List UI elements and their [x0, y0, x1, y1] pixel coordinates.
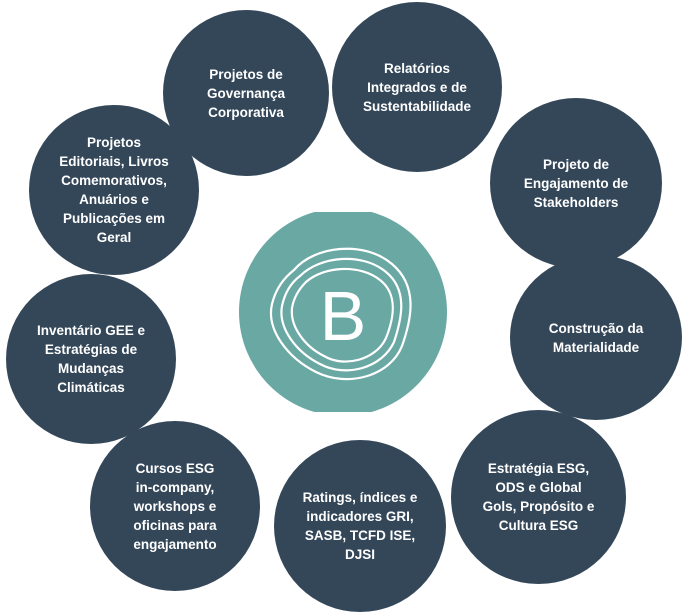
- logo-wave-line-3: [290, 267, 394, 363]
- center-logo-graphic: [239, 212, 447, 412]
- logo-wave-line-2: [280, 257, 403, 372]
- center-letter: B: [319, 277, 367, 355]
- center-logo-circle: B: [232, 212, 454, 412]
- logo-wave-line-outer: [269, 247, 412, 381]
- center-circle: [239, 212, 447, 412]
